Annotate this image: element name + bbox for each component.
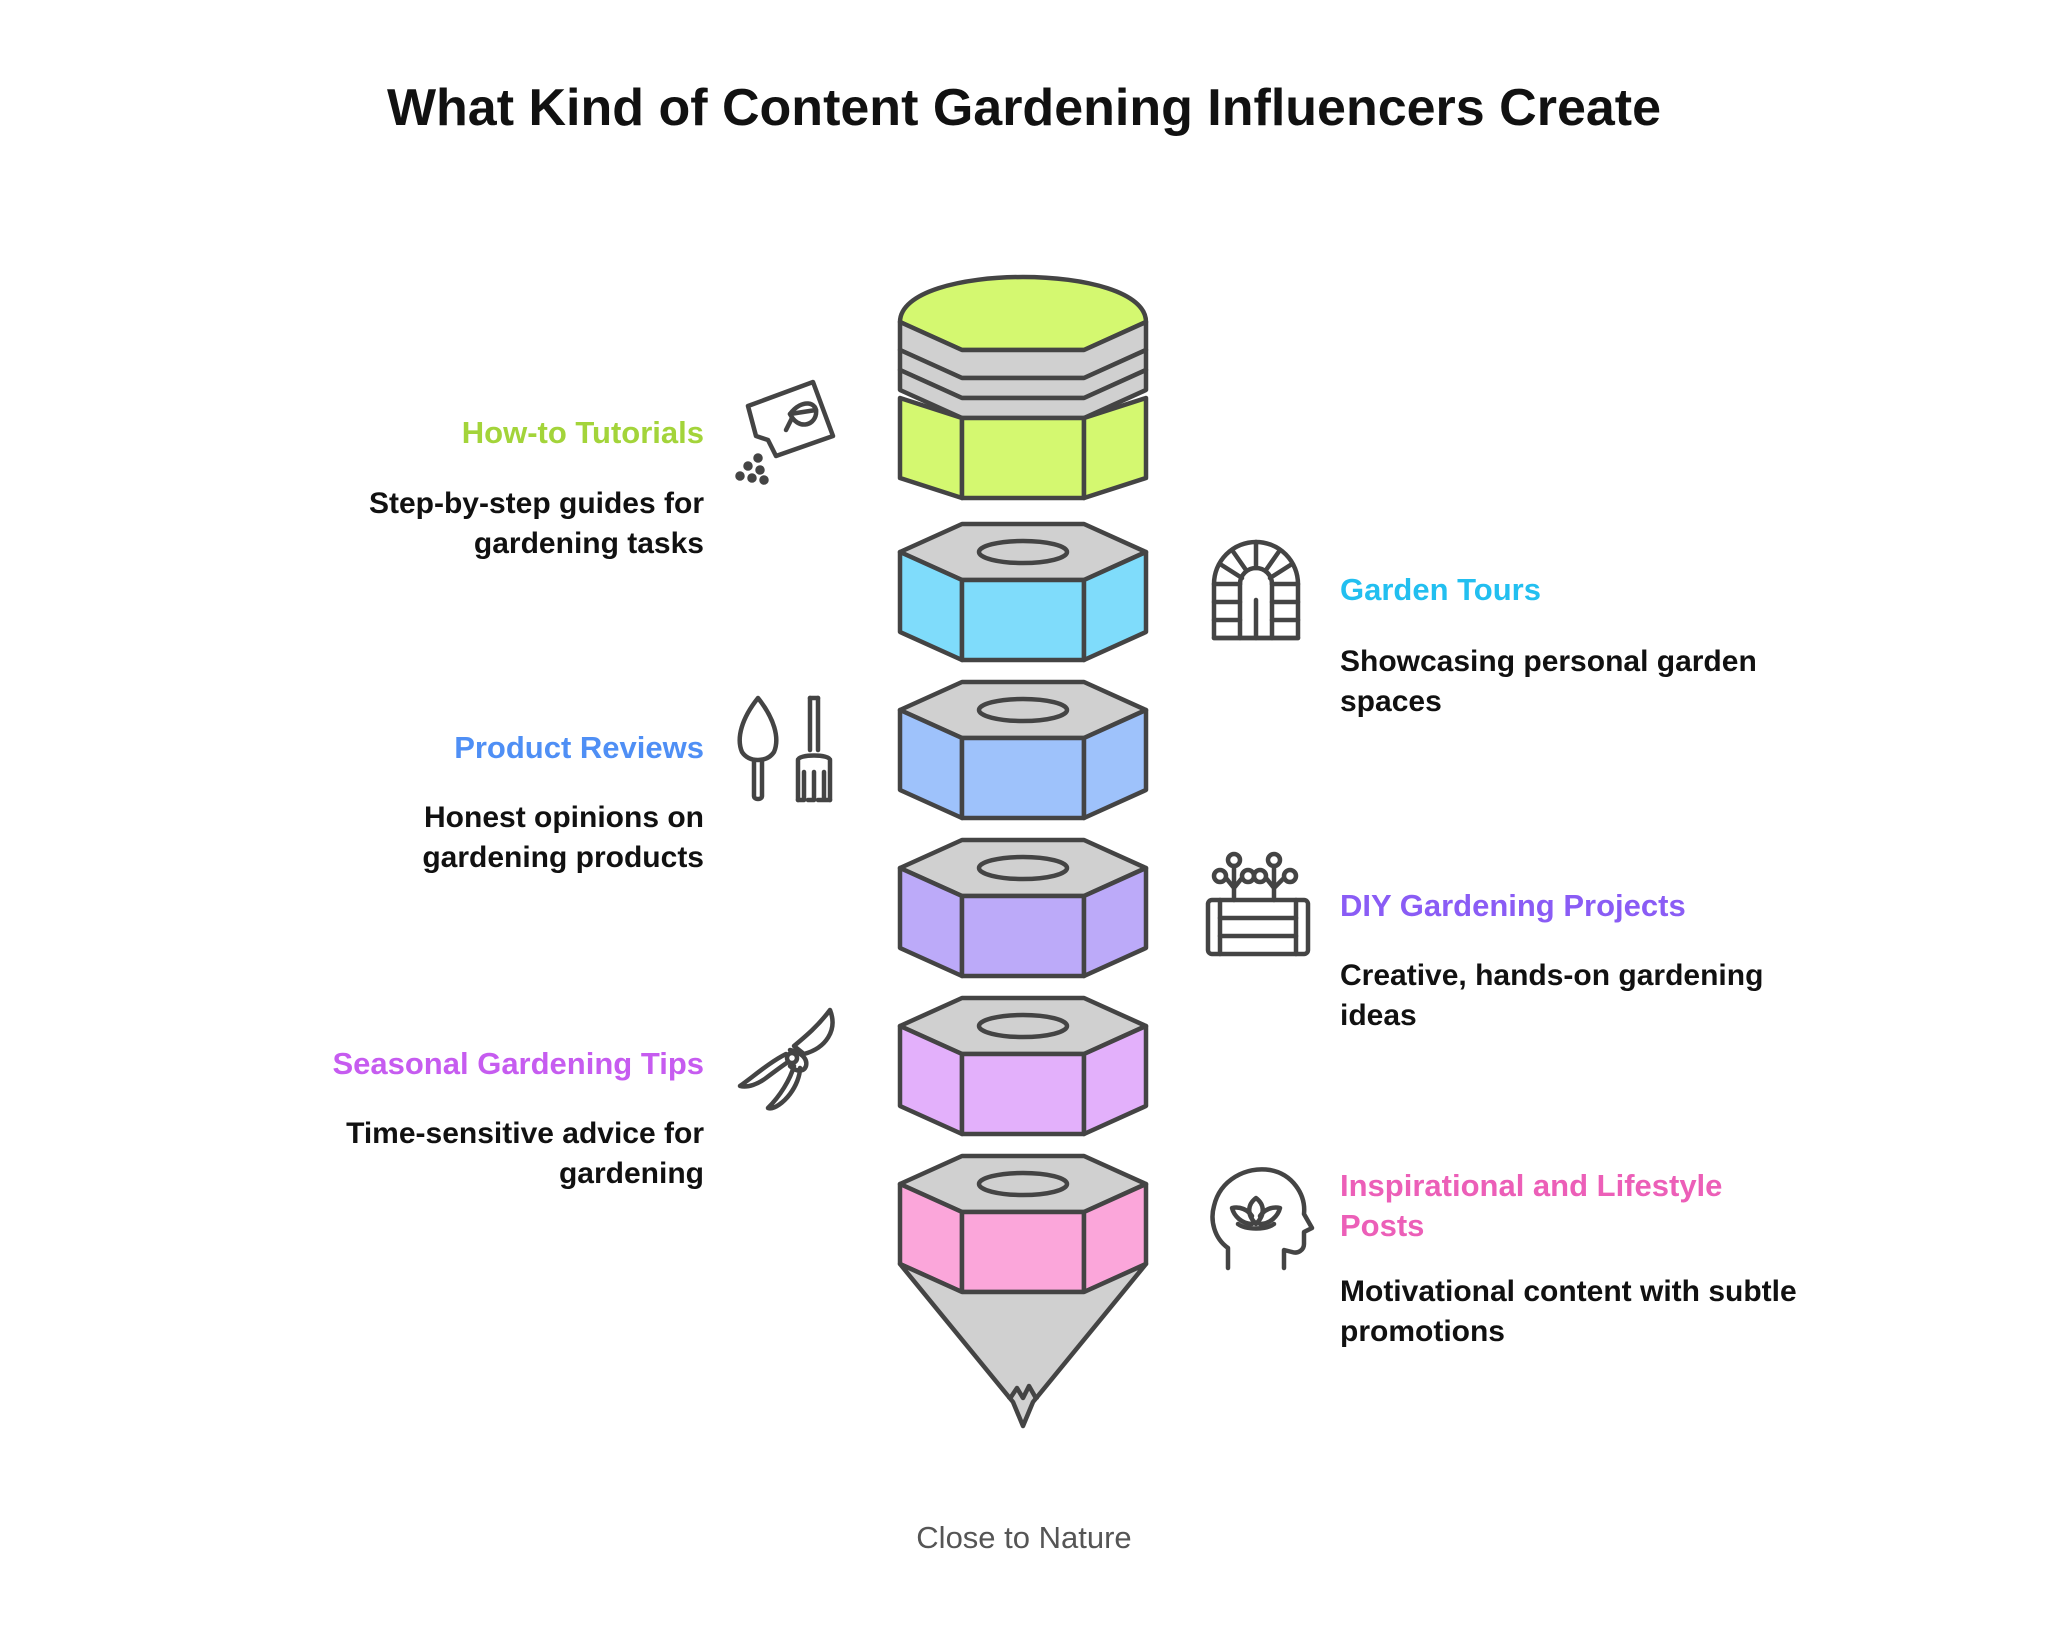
item-desc-seasonal-gardening-tips: Time-sensitive advice for gardening: [346, 1117, 704, 1190]
item-heading-diy-gardening-projects: DIY Gardening Projects: [1340, 888, 1686, 923]
page-title: What Kind of Content Gardening Influence…: [386, 79, 1662, 137]
pencil-tip: [897, 1261, 1149, 1429]
segment-face: [897, 395, 965, 501]
segment-face: [959, 1051, 1087, 1137]
segment-face: [959, 577, 1087, 663]
item-heading-how-to-tutorials: How-to Tutorials: [461, 415, 704, 450]
segment-hole: [976, 1170, 1070, 1198]
item-heading-garden-tours: Garden Tours: [1340, 572, 1541, 607]
segment-face: [1081, 549, 1149, 663]
segment-face: [1081, 395, 1149, 501]
segment-face: [1081, 865, 1149, 979]
greenhouse-window-icon: [1206, 534, 1306, 644]
segment-face: [959, 893, 1087, 979]
pruning-shears-icon: [734, 1004, 844, 1114]
item-desc-diy-gardening-projects: Creative, hands-on gardening ideas: [1340, 959, 1764, 1032]
item-heading-inspirational-and-lifestyle-posts: Inspirational and Lifestyle Posts: [1340, 1168, 1723, 1243]
planter-box-icon: [1202, 850, 1312, 960]
item-desc-garden-tours: Showcasing personal garden spaces: [1340, 645, 1757, 718]
segment-hole: [976, 538, 1070, 566]
segment-face: [959, 1209, 1087, 1295]
segment-hole: [976, 854, 1070, 882]
item-desc-product-reviews: Honest opinions on gardening products: [422, 801, 704, 874]
segment-hole: [976, 1012, 1070, 1040]
segment-face: [1081, 707, 1149, 821]
footer-caption: Close to Nature: [916, 1520, 1132, 1555]
segment-hole: [976, 696, 1070, 724]
ferrule-band: [897, 367, 1149, 421]
segment-face: [959, 735, 1087, 821]
item-desc-how-to-tutorials: Step-by-step guides for gardening tasks: [368, 487, 704, 560]
item-heading-seasonal-gardening-tips: Seasonal Gardening Tips: [332, 1046, 704, 1081]
seed-packet-icon: [728, 378, 838, 488]
mind-lotus-icon: [1206, 1164, 1316, 1274]
segment-face: [959, 415, 1087, 501]
segment-face: [1081, 1023, 1149, 1137]
pencil-lead: [1007, 1383, 1039, 1402]
item-desc-inspirational-and-lifestyle-posts: Motivational content with subtle promoti…: [1340, 1275, 1797, 1348]
item-heading-product-reviews: Product Reviews: [454, 730, 704, 765]
trowel-fork-icon: [734, 692, 844, 804]
